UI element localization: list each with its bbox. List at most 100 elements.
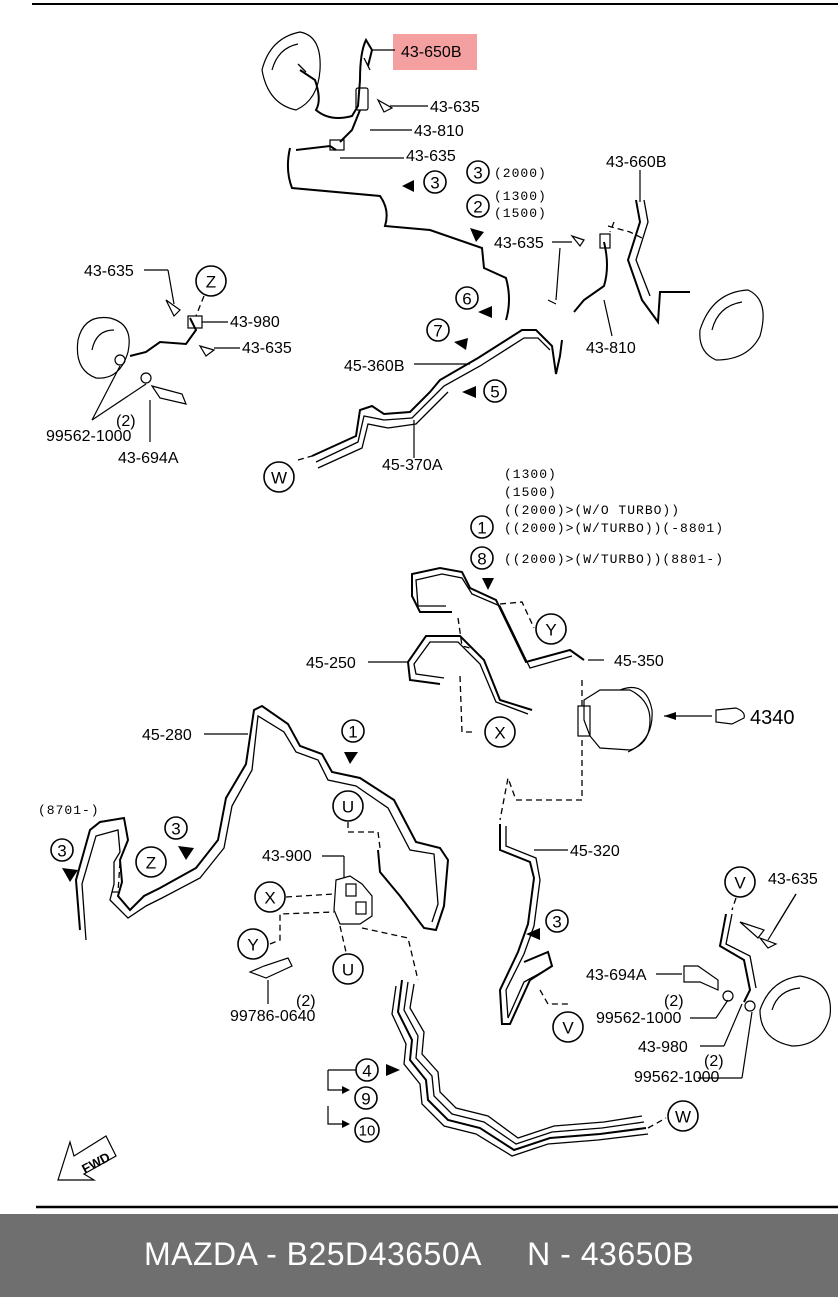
svg-text:10: 10 — [359, 1123, 376, 1140]
footer-part-number: MAZDA - B25D43650A N - 43650B — [143, 1236, 695, 1272]
brake-drum-rear-right-lower-shape — [759, 975, 832, 1047]
svg-text:((2000)>(W/TURBO))(8801-): ((2000)>(W/TURBO))(8801-) — [504, 552, 724, 567]
label-43-635-d: 43-635 — [84, 263, 134, 280]
fwd-label: FWD — [79, 1149, 112, 1176]
callout-5 — [483, 379, 507, 403]
callout-U-low — [332, 953, 364, 985]
label-43-980-a: 43-980 — [230, 314, 280, 331]
label-45-370a: 45-370A — [382, 457, 443, 474]
callout-X-mid — [484, 716, 516, 748]
label-43-694a-b: 43-694A — [586, 967, 647, 984]
arrow-icon — [402, 180, 414, 192]
svg-text:3: 3 — [552, 913, 561, 932]
callout-W-top — [263, 461, 295, 493]
svg-text:U: U — [342, 798, 354, 817]
hose-43-650b — [299, 37, 374, 119]
label-43-980-b: 43-980 — [638, 1039, 688, 1056]
svg-text:V: V — [562, 1019, 574, 1038]
label-45-350: 45-350 — [614, 653, 664, 670]
label-43-810-a: 43-810 — [414, 123, 464, 140]
svg-text:W: W — [675, 1108, 691, 1127]
brake-drum-rear-right-shape — [699, 289, 764, 361]
label-45-280: 45-280 — [142, 727, 192, 744]
svg-text:3: 3 — [430, 174, 439, 193]
hand-pointer-icon — [715, 707, 745, 725]
svg-text:((2000)>(W/TURBO))(-8801): ((2000)>(W/TURBO))(-8801) — [504, 521, 724, 536]
label-qty-2-a: (2) — [116, 413, 136, 430]
callout-3-variant — [466, 160, 490, 184]
brake-drum-front-left-lower-shape — [76, 316, 130, 379]
svg-text:(1500): (1500) — [494, 206, 547, 221]
fwd-arrow-icon — [57, 1135, 117, 1181]
callout-3-left — [50, 838, 74, 862]
svg-text:8: 8 — [477, 550, 486, 569]
proportioning-valve-shape — [333, 875, 373, 925]
callout-V-low — [552, 1011, 584, 1043]
pipe-rear-bundle — [396, 979, 647, 1152]
label-43-635-e: 43-635 — [242, 340, 292, 357]
svg-text:3: 3 — [171, 820, 180, 839]
svg-text:W: W — [271, 469, 287, 488]
label-qty-2-c: (2) — [664, 993, 684, 1010]
brake-line-parts-diagram: 43-650B 43-635 43-810 43-635 3 3 (2000) … — [32, 3, 838, 1209]
callout-10 — [354, 1117, 380, 1143]
label-43-810-b: 43-810 — [586, 340, 636, 357]
callout-6 — [455, 286, 479, 310]
callout-8-variant — [470, 546, 494, 570]
callout-3-mid — [164, 816, 188, 840]
svg-text:6: 6 — [462, 290, 471, 309]
pipe-45-280 — [74, 704, 450, 932]
svg-text:(1300): (1300) — [494, 189, 547, 204]
callout-2-variant — [466, 194, 490, 218]
label-43-650b: 43-650B — [401, 44, 462, 61]
svg-text:U: U — [342, 961, 354, 980]
label-43-694a-a: 43-694A — [118, 450, 179, 467]
label-8701: (8701-) — [38, 803, 100, 818]
label-99786-0640: 99786-0640 — [230, 1008, 316, 1025]
label-43-660b: 43-660B — [606, 154, 667, 171]
label-99562-1000-b: 99562-1000 — [596, 1010, 682, 1027]
callout-1-mid — [341, 719, 365, 743]
svg-text:1: 1 — [477, 519, 486, 538]
svg-text:4: 4 — [362, 1062, 371, 1081]
svg-text:3: 3 — [57, 842, 66, 861]
svg-text:(2000): (2000) — [494, 166, 547, 181]
svg-text:Y: Y — [545, 621, 556, 640]
label-99562-1000-c: 99562-1000 — [634, 1069, 720, 1086]
pipe-45-350 — [411, 566, 585, 664]
svg-text:V: V — [734, 874, 746, 893]
master-cylinder-shape — [583, 689, 651, 751]
svg-text:7: 7 — [433, 322, 442, 341]
callout-W-low — [667, 1100, 699, 1132]
svg-text:Z: Z — [206, 273, 216, 292]
callout-V-right — [724, 866, 756, 898]
pipe-45-250 — [406, 635, 533, 711]
label-43-635-b: 43-635 — [406, 148, 456, 165]
svg-text:(1300): (1300) — [504, 467, 557, 482]
label-43-635-c: 43-635 — [494, 235, 544, 252]
label-45-360b: 45-360B — [344, 358, 405, 375]
callout-X-left — [254, 881, 286, 913]
callout-9 — [354, 1086, 378, 1110]
label-43-635-a: 43-635 — [430, 99, 480, 116]
label-43-635-f: 43-635 — [768, 871, 818, 888]
brake-drum-front-left-shape — [261, 31, 321, 111]
footer-bar — [0, 1214, 838, 1297]
label-qty-2-b: (2) — [296, 993, 316, 1010]
svg-text:X: X — [494, 724, 505, 743]
svg-text:((2000)>(W/O TURBO)): ((2000)>(W/O TURBO)) — [504, 503, 680, 518]
callout-Z-top — [195, 265, 227, 297]
callout-Y-mid — [535, 613, 567, 645]
callout-U-top — [332, 790, 364, 822]
callout-1-variant — [470, 515, 494, 539]
callout-3-low — [545, 909, 569, 933]
label-4340: 4340 — [750, 707, 795, 729]
label-43-900: 43-900 — [262, 848, 312, 865]
label-45-320: 45-320 — [570, 843, 620, 860]
svg-text:9: 9 — [361, 1090, 370, 1109]
svg-text:3: 3 — [473, 164, 482, 183]
svg-text:2: 2 — [473, 198, 482, 217]
callout-Z-mid — [135, 846, 167, 878]
svg-text:Z: Z — [146, 854, 156, 873]
label-qty-2-d: (2) — [704, 1053, 724, 1070]
